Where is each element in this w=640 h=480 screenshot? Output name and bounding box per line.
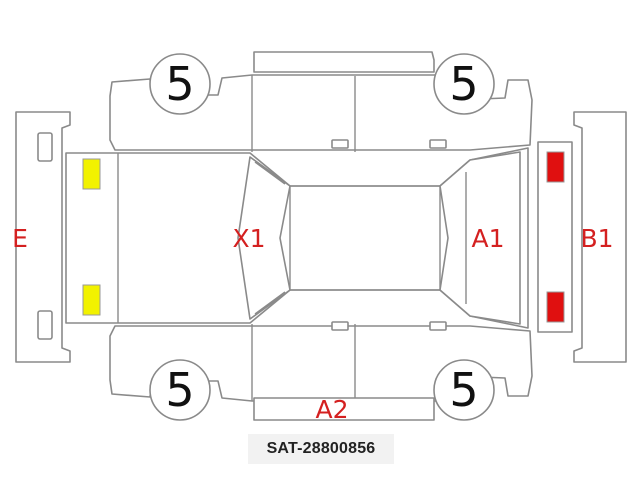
- taillight-markers: [537, 141, 573, 333]
- tire-front-left: 5: [149, 53, 211, 115]
- top-rail: [253, 51, 435, 73]
- front-bumper: [15, 111, 71, 363]
- zone-label-roof: A1: [471, 224, 504, 253]
- top-side-panel: [109, 74, 533, 152]
- headlight-marker-top: [82, 158, 101, 190]
- zone-label-rear-bumper: B1: [580, 224, 613, 253]
- taillight-marker-top: [546, 151, 565, 183]
- tire-front-right: 5: [149, 359, 211, 421]
- tire-front-right-value: 5: [165, 363, 194, 417]
- tire-rear-right: 5: [433, 359, 495, 421]
- stock-number: SAT-28800856: [266, 440, 376, 457]
- stock-number-box: SAT-28800856: [248, 434, 394, 464]
- zone-label-front-bumper: E: [12, 224, 28, 253]
- rear-bumper: [573, 111, 627, 363]
- zone-label-lower-side: A2: [315, 395, 348, 424]
- zone-label-hood: X1: [232, 224, 265, 253]
- bottom-step: [253, 397, 435, 421]
- taillight-marker-bottom: [546, 291, 565, 323]
- bottom-side-panel: [109, 321, 533, 402]
- tire-rear-left-value: 5: [449, 57, 478, 111]
- tire-rear-left: 5: [433, 53, 495, 115]
- headlight-marker-bottom: [82, 284, 101, 316]
- body-top-view: [65, 147, 529, 329]
- tire-rear-right-value: 5: [449, 363, 478, 417]
- headlight-markers: [82, 158, 101, 316]
- tire-front-left-value: 5: [165, 57, 194, 111]
